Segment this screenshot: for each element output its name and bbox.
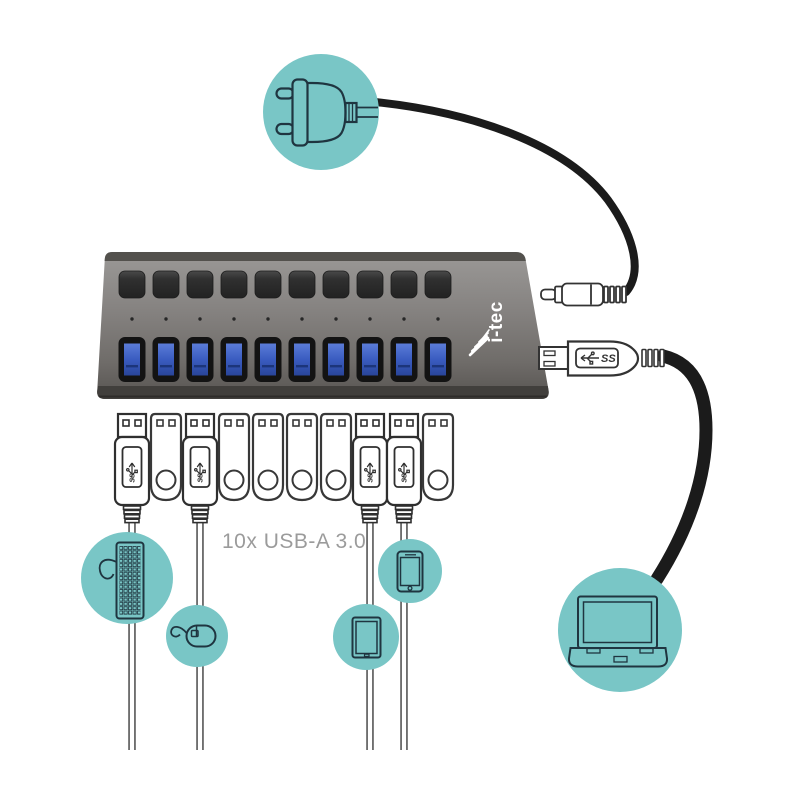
i-tec-wing-icon (468, 329, 490, 357)
power-plug-icon (275, 78, 378, 147)
i-tec-logo-text: i-tec (486, 301, 507, 343)
callout-circle (558, 568, 682, 692)
usb-ss-icon: SS (580, 351, 616, 365)
laptop-icon (567, 595, 669, 668)
ports-caption: 10x USB-A 3.0 (222, 530, 366, 553)
mouse-icon (170, 624, 217, 648)
usb-a-plug-mouse (181, 412, 219, 524)
usb-flash-drive (149, 412, 183, 502)
i-tec-logo: i-tec (468, 301, 507, 357)
power-cable (371, 98, 639, 296)
usb-a-plug-smartphone (385, 412, 423, 524)
smartphone-icon (396, 550, 424, 593)
keyboard-icon (98, 541, 145, 620)
callout-smartphone (378, 539, 442, 603)
usb-flash-drive (285, 412, 319, 502)
callout-laptop (558, 568, 682, 692)
hub-front-shadow (99, 395, 547, 398)
callout-power (263, 54, 379, 170)
usb-flash-drive (251, 412, 285, 502)
callout-keyboard (81, 532, 173, 624)
usb-b-host-cable (650, 349, 713, 586)
usb-b-connector: SS (538, 340, 665, 377)
hub-top-edge (104, 252, 526, 261)
usb-flash-drive (217, 412, 251, 502)
usb-flash-drive (319, 412, 353, 502)
connector-row (113, 412, 455, 524)
usb-hub: i-tec (97, 252, 549, 399)
dc-power-connector (540, 282, 627, 307)
usb-a-plug-tablet (351, 412, 389, 524)
callout-tablet (333, 604, 399, 670)
usb-flash-drive (421, 412, 455, 502)
tablet-icon (351, 616, 382, 659)
callout-mouse (166, 605, 228, 667)
callout-circle (378, 539, 442, 603)
callout-circle (333, 604, 399, 670)
callout-circle (263, 54, 379, 170)
usb-a-plug-keyboard (113, 412, 151, 524)
usb-b-ss-label: SS (601, 353, 616, 365)
